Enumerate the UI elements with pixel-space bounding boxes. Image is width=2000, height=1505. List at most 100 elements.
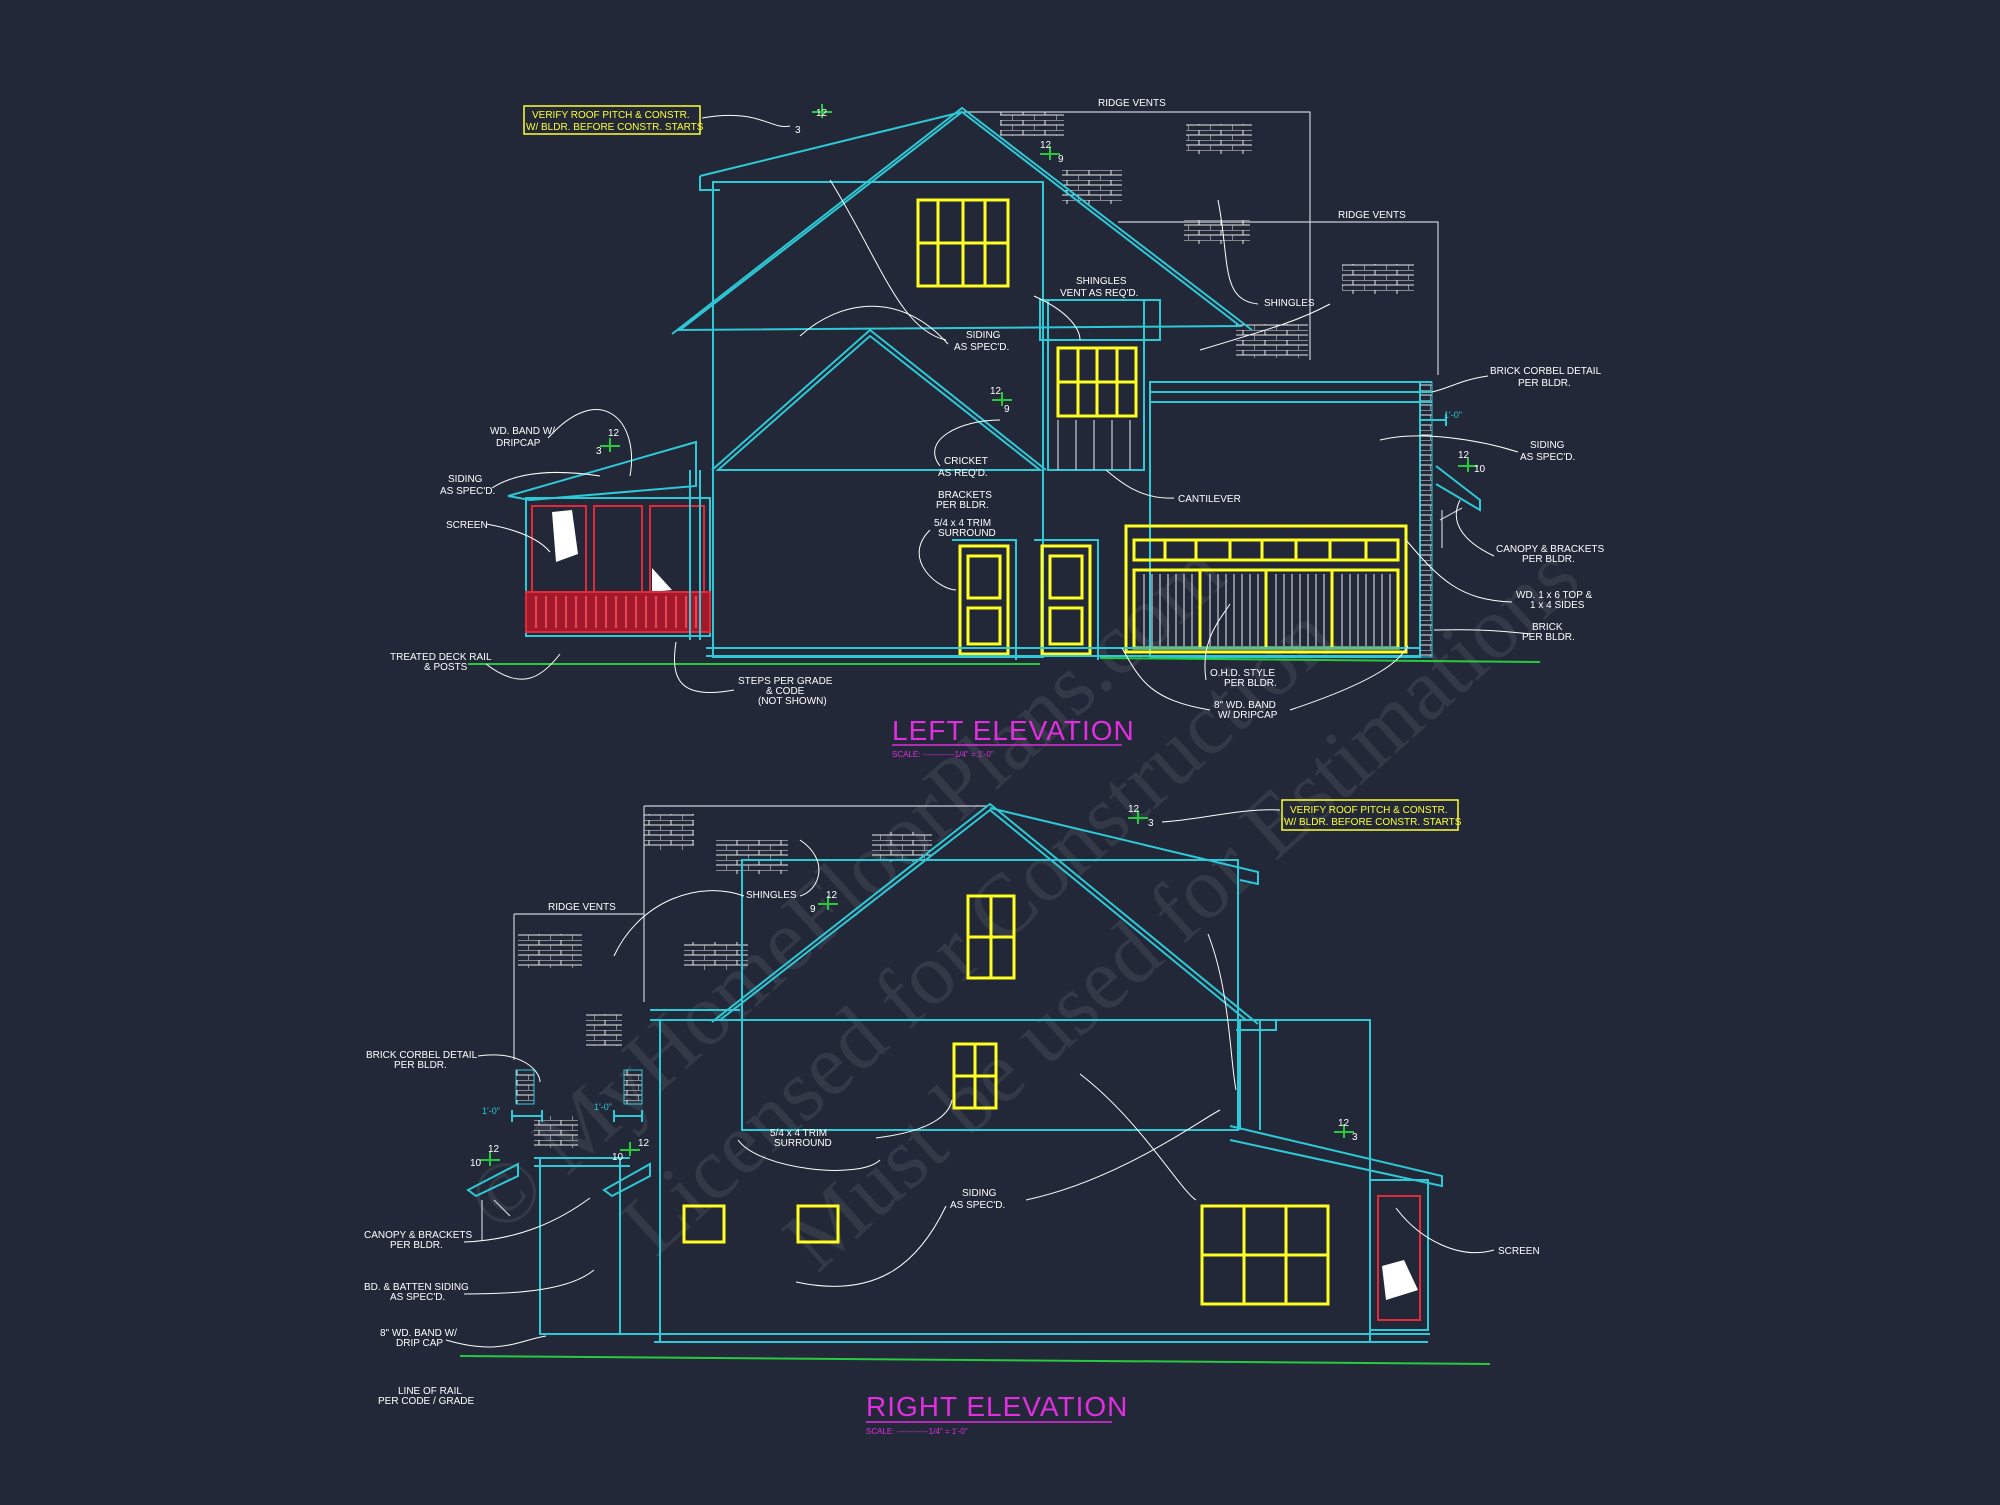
- note-brick-corbel: BRICK CORBEL DETAIL: [366, 1050, 478, 1061]
- svg-text:12: 12: [1458, 450, 1470, 461]
- garage-door: [1124, 524, 1408, 654]
- side-canopy: [1435, 465, 1481, 512]
- dimension-label: 1'-0": [482, 1106, 500, 1116]
- dimension-line: [1419, 414, 1447, 426]
- note-shingles: SHINGLES: [746, 890, 797, 901]
- porch-roof: [507, 440, 697, 502]
- note-canopy-brackets: CANOPY & BRACKETS: [1496, 544, 1605, 555]
- leader: [737, 1139, 881, 1171]
- note-wd-band-8: 8" WD. BAND: [1214, 700, 1276, 711]
- porch-column: [689, 470, 701, 640]
- note-brick: BRICK: [1532, 622, 1563, 633]
- note-brackets: PER BLDR.: [936, 500, 989, 511]
- rail-balusters: [535, 596, 697, 628]
- garage-door-windows: [1132, 538, 1400, 562]
- dormer-brackets: [1057, 420, 1131, 470]
- watermark-line-2: Licensed for Construction: [604, 587, 1352, 1274]
- note-wd-band-8: DRIP CAP: [396, 1338, 443, 1349]
- svg-text:VERIFY ROOF PITCH & CONSTR.: VERIFY ROOF PITCH & CONSTR.: [532, 110, 690, 121]
- leader: [1395, 1207, 1495, 1254]
- deck-rail: [525, 591, 711, 633]
- pitch-mark: 12 9: [810, 890, 838, 915]
- leader: [463, 1197, 591, 1243]
- leader: [1405, 539, 1513, 603]
- note-wd-1x6: 1 x 4 SIDES: [1530, 600, 1585, 611]
- svg-text:12: 12: [608, 428, 620, 439]
- leader: [1161, 809, 1281, 823]
- canopy-bracket: [481, 1199, 511, 1240]
- upper-roof-right: [989, 807, 1259, 886]
- note-canopy-brackets: PER BLDR.: [1522, 554, 1575, 565]
- entry-door-2: [1040, 544, 1092, 656]
- leader: [1289, 645, 1409, 711]
- note-brick-corbel: PER BLDR.: [394, 1060, 447, 1071]
- left-elevation-title: LEFT ELEVATION: [892, 715, 1135, 746]
- svg-text:9: 9: [1058, 154, 1064, 165]
- leader: [445, 1335, 547, 1348]
- note-shingles-vent: VENT AS REQ'D.: [1060, 288, 1138, 299]
- leader: [1207, 933, 1237, 1091]
- leader: [934, 419, 1001, 467]
- brick-hatch: [1186, 124, 1252, 154]
- svg-text:12: 12: [1040, 140, 1052, 151]
- brick-corbel-column: [1419, 381, 1433, 658]
- screen-symbol: [552, 510, 578, 562]
- leader: [875, 1099, 953, 1139]
- note-wd-band: WD. BAND W/: [490, 426, 555, 437]
- leader: [613, 890, 745, 957]
- leader: [795, 1205, 947, 1287]
- note-cricket: AS REQ'D.: [938, 468, 988, 479]
- garage-door-lites: [1163, 540, 1368, 560]
- note-treated-deck: TREATED DECK RAIL: [390, 652, 492, 663]
- note-ohd: O.H.D. STYLE: [1210, 668, 1275, 679]
- window-muntins: [968, 896, 1014, 978]
- leader: [485, 523, 551, 553]
- leader: [491, 471, 601, 489]
- upper-wall: [741, 859, 1239, 1131]
- dimension-line: [613, 1110, 643, 1122]
- pitch-mark: 12 10: [1458, 450, 1486, 475]
- pitch-mark: 12 10: [470, 1144, 500, 1169]
- pitch-mark: 12 3: [1334, 1118, 1358, 1143]
- main-gable-fascia: [671, 106, 1253, 335]
- porch-screen-panel: [1377, 1195, 1421, 1321]
- svg-text:12: 12: [1128, 804, 1140, 815]
- left-elevation-scale: SCALE: ------------1/4" = 1'-0": [892, 750, 994, 759]
- garage-roof-edge: [1150, 381, 1432, 403]
- right-column: [1236, 1019, 1277, 1130]
- note-wd-band-8: W/ DRIPCAP: [1218, 710, 1278, 721]
- grade-line: [459, 1355, 1491, 1365]
- foundation-line: [706, 647, 1420, 657]
- upper-wall: [712, 181, 1044, 658]
- note-ridge-vents: RIDGE VENTS: [548, 902, 616, 913]
- pitch-mark: 12 3: [596, 428, 620, 457]
- note-trim-surround: SURROUND: [938, 528, 996, 539]
- brick-hatch: [518, 934, 582, 968]
- window-muntins: [954, 1044, 996, 1108]
- note-screen: SCREEN: [1498, 1246, 1540, 1257]
- leader: [829, 179, 947, 341]
- brick-hatch: [716, 840, 788, 874]
- svg-text:10: 10: [1474, 464, 1486, 475]
- brick-corbel: [515, 1069, 535, 1105]
- svg-text:3: 3: [795, 125, 801, 136]
- dimension-label: 1'-0": [594, 1102, 612, 1112]
- note-brick-corbel: PER BLDR.: [1518, 378, 1571, 389]
- leader: [1079, 1073, 1197, 1201]
- main-gable: [677, 110, 1243, 332]
- note-line-of-rail: PER CODE / GRADE: [378, 1396, 474, 1407]
- note-siding: SIDING: [962, 1188, 997, 1199]
- leader: [799, 839, 820, 897]
- note-wd-1x6: WD. 1 x 6 TOP &: [1516, 590, 1592, 601]
- leader: [1033, 295, 1081, 341]
- svg-text:10: 10: [612, 1152, 624, 1163]
- note-wd-band-8: 8" WD. BAND W/: [380, 1328, 457, 1339]
- leader: [1455, 499, 1495, 557]
- note-steps: (NOT SHOWN): [758, 696, 827, 707]
- svg-text:12: 12: [826, 890, 838, 901]
- right-elevation-title: RIGHT ELEVATION: [866, 1391, 1128, 1422]
- brick-hatch: [1000, 112, 1064, 136]
- entry-door-1: [958, 544, 1010, 656]
- note-canopy-brackets: CANOPY & BRACKETS: [364, 1230, 473, 1241]
